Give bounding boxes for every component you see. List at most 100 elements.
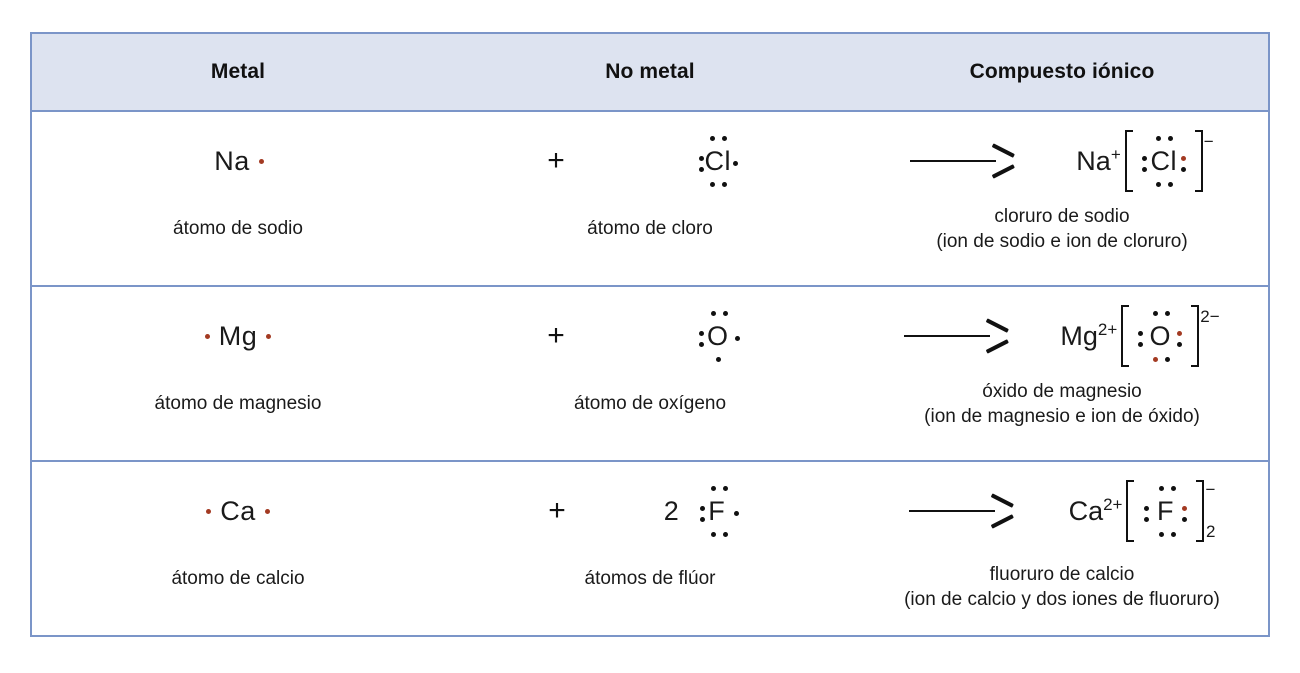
lewis-atom-na: Na	[212, 141, 264, 181]
electron-dot	[1182, 517, 1188, 522]
electron-dot	[1138, 342, 1144, 347]
transferred-electron-dot	[1177, 331, 1183, 336]
electron-dot	[698, 342, 704, 347]
electron-dot	[710, 532, 716, 537]
transferred-electron-dot	[1180, 156, 1186, 161]
electron-dot	[722, 532, 728, 537]
electron-dot	[1159, 486, 1165, 491]
electron-dot	[698, 167, 704, 172]
nonmetal-caption: átomo de cloro	[587, 218, 713, 239]
element-symbol: O	[707, 320, 729, 351]
product-lewis-structure: Mg2+ O	[856, 287, 1268, 385]
electron-dot	[1141, 167, 1147, 172]
anion-charge: 2−	[1200, 307, 1220, 326]
electron-dot	[1177, 342, 1183, 347]
nonmetal-lewis-structure: + Cl	[444, 112, 856, 210]
electron-dot	[1141, 156, 1147, 161]
nonmetal-cell: + Cl átomo de cloro	[444, 112, 856, 285]
metal-cell: Na átomo de sodio	[32, 112, 444, 285]
electron-dot	[1171, 486, 1177, 491]
lewis-atom-cl: Cl	[683, 130, 753, 192]
lewis-anion-o: O	[1129, 305, 1191, 367]
transferred-electron-dot	[1182, 506, 1188, 511]
electron-dot	[733, 511, 739, 516]
product-cell: Na+ Cl	[856, 112, 1268, 285]
table-row: Mg átomo de magnesio + O átomo de o	[32, 287, 1268, 462]
valence-electron-dot	[206, 508, 212, 514]
element-symbol: F	[708, 495, 726, 526]
electron-dot	[710, 486, 716, 491]
electron-dot	[722, 311, 728, 316]
electron-dot	[1159, 532, 1165, 537]
nonmetal-caption: átomo de oxígeno	[573, 393, 727, 414]
electron-dot	[722, 486, 728, 491]
valence-electron-dot	[258, 158, 264, 164]
electron-dot	[1144, 517, 1150, 522]
table-header-row: Metal No metal Compuesto iónico	[32, 34, 1268, 112]
table-row: Ca átomo de calcio + 2 F	[32, 462, 1268, 612]
nonmetal-cell: + 2 F átomos de flúor	[444, 462, 856, 612]
anion-charge: −	[1203, 132, 1214, 151]
arrow-right-icon	[908, 499, 1013, 523]
plus-sign: +	[547, 144, 565, 177]
product-lewis-structure: Na+ Cl	[856, 112, 1268, 210]
anion-bracket: Cl	[1124, 130, 1203, 192]
valence-electron-dot	[204, 333, 210, 339]
product-caption: fluoruro de calcio(ion de calcio y dos i…	[904, 564, 1220, 610]
nonmetal-lewis-structure: + 2 F	[444, 462, 856, 560]
product-lewis-structure: Ca2+ F	[856, 462, 1268, 560]
plus-sign: +	[547, 319, 565, 352]
electron-dot	[1171, 532, 1177, 537]
nonmetal-lewis-structure: + O	[444, 287, 856, 385]
electron-dot	[709, 182, 715, 187]
metal-lewis-structure: Mg	[32, 287, 444, 385]
ion-pair-caf2: Ca2+ F	[1068, 480, 1216, 542]
electron-dot	[721, 136, 727, 141]
column-header-nonmetal: No metal	[605, 60, 695, 83]
electron-dot	[1165, 311, 1171, 316]
electron-dot	[709, 136, 715, 141]
electron-dot	[1155, 136, 1161, 141]
metal-cell: Ca átomo de calcio	[32, 462, 444, 612]
metal-caption: átomo de magnesio	[154, 393, 322, 414]
electron-dot	[1167, 182, 1173, 187]
electron-dot	[721, 182, 727, 187]
column-header-ionic-compound: Compuesto iónico	[969, 60, 1155, 83]
table-row: Na átomo de sodio + Cl	[32, 112, 1268, 287]
column-header-metal: Metal	[210, 60, 266, 83]
nonmetal-caption: átomos de flúor	[584, 568, 716, 589]
electron-dot	[1144, 506, 1150, 511]
plus-sign: +	[548, 494, 566, 527]
metal-caption: átomo de calcio	[171, 568, 305, 589]
electron-dot	[1155, 182, 1161, 187]
stoichiometric-coefficient: 2	[663, 495, 679, 526]
electron-dot	[1138, 331, 1144, 336]
anion-subscript: 2	[1205, 522, 1216, 541]
lewis-anion-cl: Cl	[1133, 130, 1195, 192]
electron-dot	[698, 331, 704, 336]
element-symbol: F	[1156, 495, 1174, 526]
element-symbol: Ca	[220, 495, 256, 526]
cation-na: Na+	[1076, 145, 1121, 176]
electron-dot	[732, 161, 738, 166]
element-symbol: Cl	[704, 145, 732, 176]
metal-cell: Mg átomo de magnesio	[32, 287, 444, 460]
electron-dot	[699, 517, 705, 522]
electron-dot	[1180, 167, 1186, 172]
electron-dot	[734, 336, 740, 341]
metal-lewis-structure: Ca	[32, 462, 444, 560]
metal-caption: átomo de sodio	[173, 218, 303, 239]
anion-charge: −	[1205, 480, 1216, 499]
electron-dot	[1167, 136, 1173, 141]
element-symbol: O	[1149, 320, 1171, 351]
lewis-anion-f: F	[1134, 480, 1196, 542]
nonmetal-cell: + O átomo de oxígeno	[444, 287, 856, 460]
lewis-atom-ca: Ca	[206, 491, 270, 531]
electron-dot	[1153, 311, 1159, 316]
lewis-atom-o: O	[683, 305, 753, 367]
arrow-right-icon	[904, 324, 1008, 348]
anion-bracket: F	[1126, 480, 1205, 542]
ion-pair-mgo: Mg2+ O	[1060, 305, 1220, 367]
cation-ca: Ca2+	[1068, 495, 1123, 526]
product-cell: Mg2+ O	[856, 287, 1268, 460]
